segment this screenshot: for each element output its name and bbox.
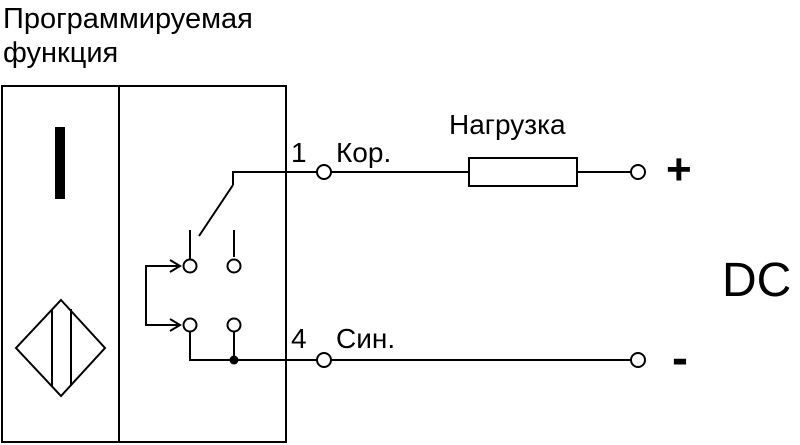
supply-type-label: DC <box>722 254 791 307</box>
supply-minus-label: - <box>672 332 688 385</box>
load-resistor <box>468 157 578 187</box>
title-line-2: функция <box>3 37 118 69</box>
supply-plus-label: + <box>666 145 692 194</box>
function-i-symbol <box>55 127 65 199</box>
load-circuit <box>331 171 632 361</box>
title-line-1: Программируемая <box>3 3 253 35</box>
terminal-1 <box>316 164 332 180</box>
programmable-switch <box>145 171 318 361</box>
terminal-1-number: 1 <box>291 137 307 168</box>
terminal-4-wire-label: Син. <box>336 323 395 354</box>
supply-minus-terminal <box>630 352 646 368</box>
supply-plus-terminal <box>630 164 646 180</box>
load-label: Нагрузка <box>449 109 566 140</box>
sensor-housing <box>1 85 287 443</box>
terminal-4-number: 4 <box>291 323 307 354</box>
terminal-4 <box>316 352 332 368</box>
housing-outline <box>1 85 287 443</box>
junction-dot <box>229 355 239 365</box>
terminal-1-wire-label: Кор. <box>336 137 391 168</box>
inductive-sensor-icon <box>14 298 107 398</box>
